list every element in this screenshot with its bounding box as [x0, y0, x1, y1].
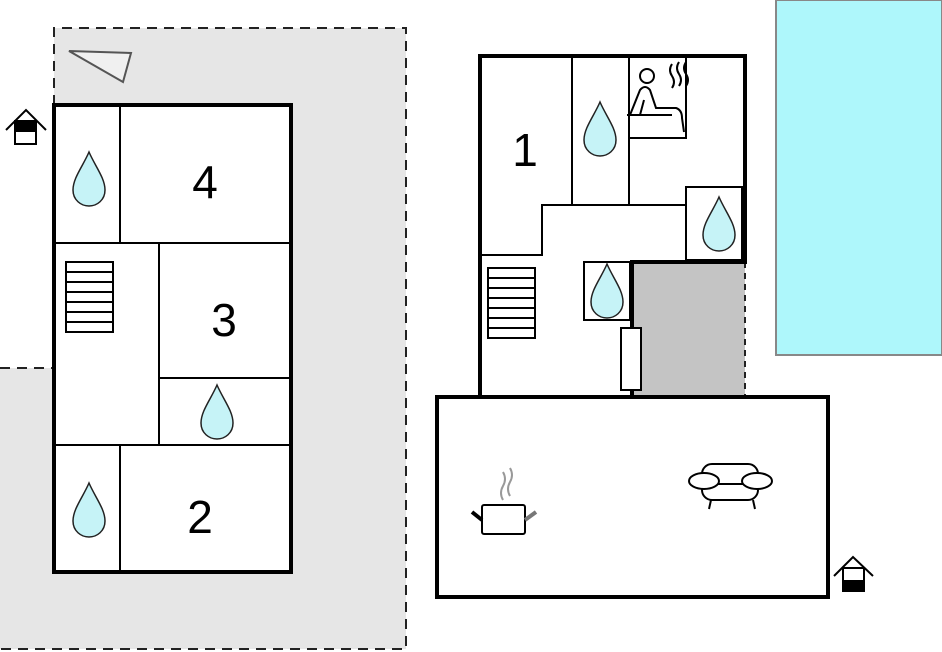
- stairs-icon: [65, 261, 114, 333]
- sofa-icon: [688, 463, 773, 510]
- right-building-living: [435, 395, 830, 599]
- room-label-1: 1: [512, 124, 538, 176]
- room-label-3: 3: [211, 294, 237, 346]
- stairs-icon: [487, 267, 536, 339]
- right-building-upper: [480, 56, 745, 397]
- compass-north-icon: [68, 50, 133, 84]
- kitchen-pot-icon: [470, 467, 538, 535]
- room-label-4: 4: [192, 156, 218, 208]
- sauna-icon: [627, 61, 689, 133]
- swimming-pool: [775, 0, 942, 356]
- entrance-house-icon: [833, 555, 874, 592]
- utility-room: [632, 262, 745, 397]
- terrace-boundary: [0, 27, 407, 650]
- room-label-2: 2: [187, 491, 213, 543]
- entrance-house-icon: [5, 108, 47, 145]
- radiator-icon: [620, 327, 642, 391]
